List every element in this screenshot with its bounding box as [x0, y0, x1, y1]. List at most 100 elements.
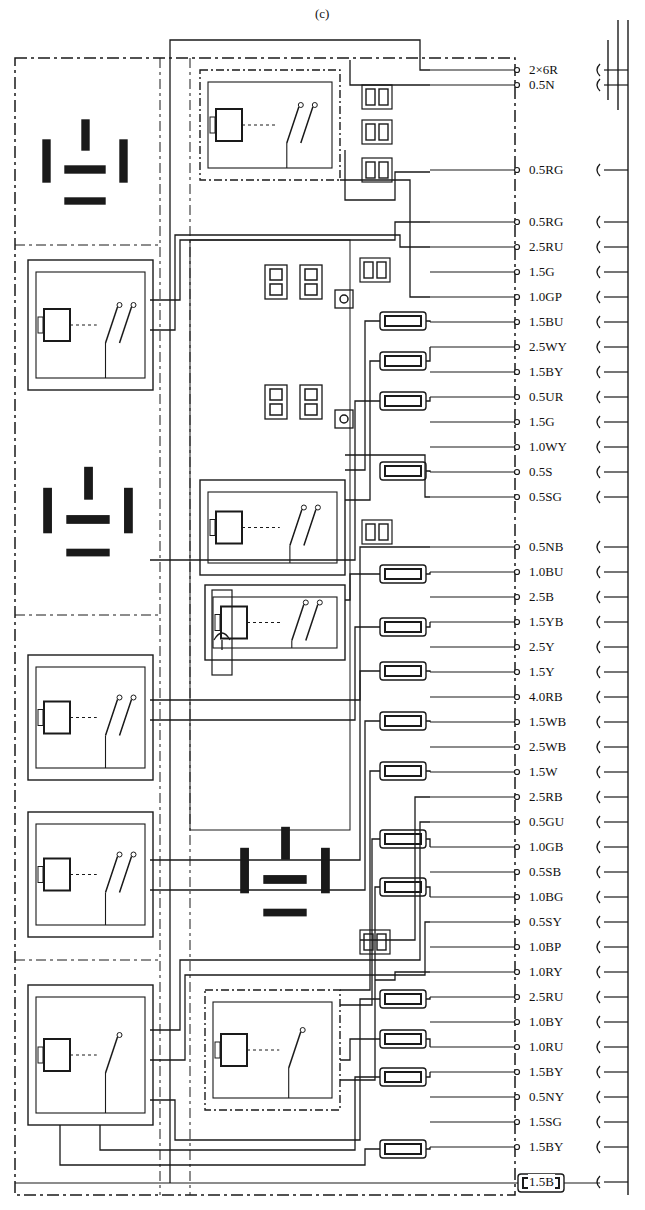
- relay-frame: [36, 824, 145, 925]
- connector-symbol: [597, 1176, 600, 1188]
- wire: [604, 821, 628, 822]
- wire: [150, 671, 380, 860]
- wire-code: 1.0RU: [528, 1039, 564, 1054]
- fuse: [380, 352, 426, 370]
- wire: [604, 946, 628, 947]
- fuse-element: [385, 1034, 421, 1044]
- terminal: [515, 345, 520, 350]
- wire: [426, 887, 430, 897]
- wire: [430, 1121, 517, 1122]
- wire: [105, 1073, 106, 1113]
- relay-resistor: [215, 1042, 220, 1058]
- wire: [430, 546, 517, 547]
- terminal: [515, 295, 520, 300]
- wire: [100, 1077, 380, 1150]
- relay-contact: [303, 600, 308, 605]
- fuse: [518, 1174, 564, 1192]
- connector-symbol: [597, 591, 600, 603]
- relay-coil: [44, 859, 70, 891]
- wire: [340, 1039, 380, 1060]
- relay-housing: [28, 985, 153, 1125]
- wire: [350, 60, 430, 85]
- relay-contact: [298, 103, 303, 108]
- wire: [290, 510, 302, 546]
- relay-resistor: [38, 317, 43, 333]
- fuse-holder: [360, 258, 390, 282]
- wire: [627, 20, 628, 1195]
- wire: [15, 1182, 518, 1183]
- wire: [430, 69, 517, 70]
- wire: [426, 1072, 430, 1077]
- relay-resistor: [210, 520, 215, 536]
- wire-code: 1.0BG: [528, 889, 564, 904]
- wire: [430, 321, 517, 322]
- wire: [604, 421, 628, 422]
- fuse-element: [385, 766, 421, 776]
- wire: [345, 455, 430, 497]
- terminal: [515, 495, 520, 500]
- terminal: [515, 695, 520, 700]
- wire-code: 1.5Y: [528, 664, 556, 679]
- connector-symbol: [597, 64, 600, 76]
- wire-code: 0.5S: [528, 464, 553, 479]
- fuse-blade: [305, 404, 317, 415]
- relay-resistor: [38, 867, 43, 883]
- terminal: [515, 83, 520, 88]
- wire: [150, 721, 380, 890]
- socket-round: [340, 295, 348, 303]
- terminal: [515, 645, 520, 650]
- socket-pin: [282, 828, 289, 860]
- wire: [430, 871, 517, 872]
- terminal: [515, 370, 520, 375]
- fuse-element: [385, 396, 421, 406]
- connector-symbol: [597, 616, 600, 628]
- socket-round: [335, 410, 353, 428]
- fuse-holder: [362, 120, 392, 144]
- wire: [604, 871, 628, 872]
- wire: [426, 721, 430, 722]
- wire: [70, 325, 97, 326]
- connector-symbol: [597, 991, 600, 1003]
- wire: [430, 221, 517, 222]
- relay-coil: [221, 1034, 247, 1066]
- wire: [301, 107, 313, 143]
- wire: [430, 771, 517, 772]
- wire: [340, 771, 380, 990]
- wire-code: 0.5RG: [528, 214, 564, 229]
- diode-symbol: [214, 633, 230, 650]
- connector-symbol: [597, 316, 600, 328]
- wire-code: 1.5G: [528, 264, 556, 279]
- wire: [430, 571, 517, 572]
- wire-code: 1.0BP: [528, 939, 562, 954]
- wire-code: 1.0WY: [528, 439, 568, 454]
- socket-pin: [82, 120, 89, 150]
- relay-resistor: [215, 615, 220, 631]
- wire: [430, 371, 517, 372]
- wire: [426, 997, 430, 999]
- wire: [15, 960, 160, 961]
- socket-round: [335, 290, 353, 308]
- wire: [15, 615, 160, 616]
- connector-symbol: [597, 841, 600, 853]
- fuse: [380, 312, 426, 330]
- terminal: [515, 820, 520, 825]
- relay-contact: [317, 600, 322, 605]
- wire: [426, 321, 430, 322]
- wire: [105, 893, 106, 926]
- fuse: [380, 618, 426, 636]
- terminal: [515, 220, 520, 225]
- wire: [604, 921, 628, 922]
- wire: [604, 996, 628, 997]
- fuse: [380, 462, 426, 480]
- fuse: [380, 878, 426, 896]
- connector-symbol: [597, 641, 600, 653]
- wire: [247, 1050, 279, 1051]
- fuse: [380, 662, 426, 680]
- terminal: [515, 595, 520, 600]
- wire: [604, 471, 628, 472]
- wire: [604, 696, 628, 697]
- fuse: [380, 1030, 426, 1048]
- relay-contact: [117, 695, 122, 700]
- wire: [150, 401, 380, 560]
- relay-contact: [117, 1033, 122, 1038]
